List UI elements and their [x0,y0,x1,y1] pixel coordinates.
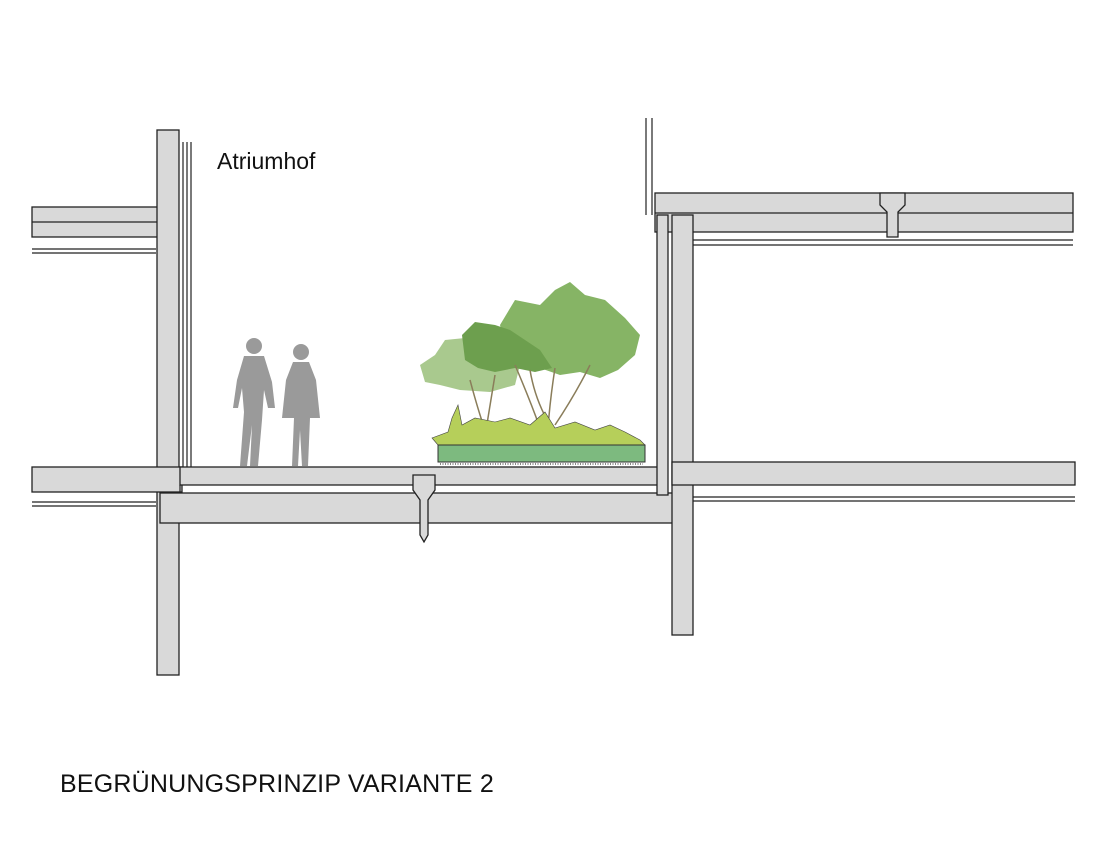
people-silhouettes [233,338,320,466]
tree-dark-icon [462,322,552,372]
person-woman-icon [282,344,320,466]
person-man-icon [233,338,275,466]
drawing-caption: BEGRÜNUNGSPRINZIP VARIANTE 2 [60,770,494,798]
atrium-floor-slab [159,466,691,544]
green-planter [420,282,646,465]
left-building-structure [31,129,192,676]
floor-drain [412,474,436,544]
right-building-structure [645,118,1076,636]
planter-box [437,444,646,463]
groundcover [431,404,646,446]
courtyard-label: Atriumhof [217,148,316,174]
